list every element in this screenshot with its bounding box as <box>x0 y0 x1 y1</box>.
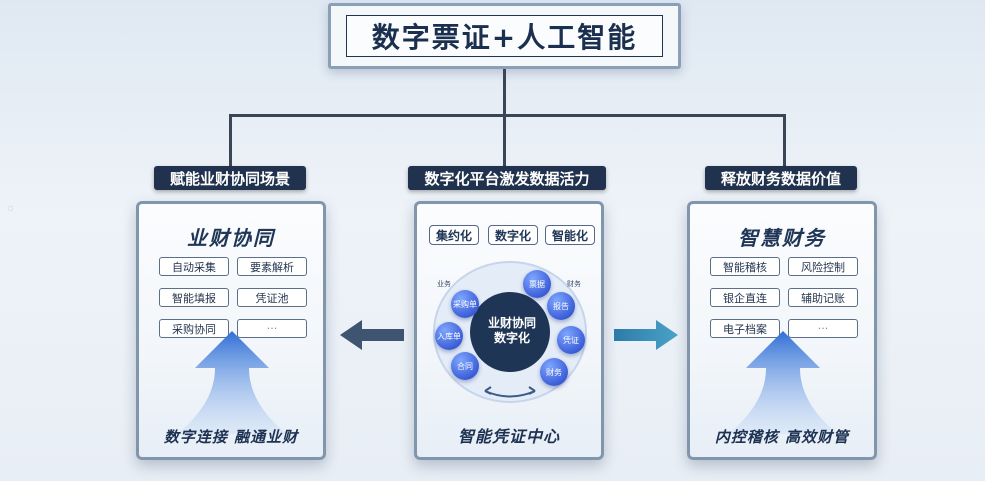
up-arrow-graphic <box>177 331 287 434</box>
right-arrow-icon <box>614 320 678 350</box>
chip-e-archive: 电子档案 <box>710 319 780 338</box>
center-label: 数字化平台激发数据活力 <box>408 166 606 190</box>
tag-intensive: 集约化 <box>429 225 479 245</box>
chip-auxiliary-booking: 辅助记账 <box>788 288 858 307</box>
chip-more: ··· <box>237 319 307 338</box>
connector-trunk <box>503 69 506 115</box>
core-label: 业财协同 数字化 <box>487 316 536 345</box>
page-title: 数字票证+人工智能 <box>346 15 663 57</box>
tag-intelligent: 智能化 <box>545 225 595 245</box>
left-panel-title: 业财协同 <box>187 226 275 250</box>
chip-element-parse: 要素解析 <box>237 257 307 276</box>
left-label: 赋能业财协同场景 <box>154 166 306 190</box>
node-contract: 合同 <box>451 352 479 380</box>
arc-label-finance: 财务 <box>567 280 581 288</box>
node-finance: 财务 <box>540 358 568 386</box>
chip-smart-fill: 智能填报 <box>159 288 229 307</box>
tag-digital: 数字化 <box>488 225 538 245</box>
left-bottom-text: 数字连接 融通业财 <box>163 428 299 446</box>
connector-horizontal <box>229 114 786 117</box>
chip-auto-collect: 自动采集 <box>159 257 229 276</box>
chip-more-right: ··· <box>788 319 858 338</box>
chip-risk-control: 风险控制 <box>788 257 858 276</box>
arc-label-business: 业务 <box>437 280 451 288</box>
node-voucher: 凭证 <box>557 326 585 354</box>
connector-center-drop <box>503 114 506 166</box>
chip-purchase-collab: 采购协同 <box>159 319 229 338</box>
left-arrow-icon <box>340 320 404 350</box>
node-stock-in: 入库单 <box>435 322 463 350</box>
side-legend-text: ▢ <box>8 205 14 212</box>
center-bottom-text: 智能凭证中心 <box>457 427 560 446</box>
chip-voucher-pool: 凭证池 <box>237 288 307 307</box>
node-purchase-order: 采购单 <box>451 290 479 318</box>
right-panel-title: 智慧财务 <box>738 226 826 250</box>
center-panel: 集约化 数字化 智能化 业财协同 数字化 采购单 入库单 合同 票据 报告 凭证… <box>414 201 604 460</box>
chip-smart-audit: 智能稽核 <box>710 257 780 276</box>
connector-left-drop <box>229 114 232 166</box>
right-bottom-text: 内控稽核 高效财管 <box>714 428 850 446</box>
node-report: 报告 <box>547 292 575 320</box>
right-label: 释放财务数据价值 <box>705 166 857 190</box>
title-box: 数字票证+人工智能 <box>328 3 681 69</box>
node-bill: 票据 <box>523 270 551 298</box>
up-arrow-graphic-right <box>728 331 838 434</box>
right-panel: 智慧财务 智能稽核 风险控制 银企直连 辅助记账 电子档案 ··· 内控稽核 高… <box>687 201 877 460</box>
chip-bank-direct: 银企直连 <box>710 288 780 307</box>
left-panel: 业财协同 自动采集 要素解析 智能填报 凭证池 采购协同 ··· 数字连接 融通… <box>136 201 326 460</box>
connector-right-drop <box>783 114 786 166</box>
